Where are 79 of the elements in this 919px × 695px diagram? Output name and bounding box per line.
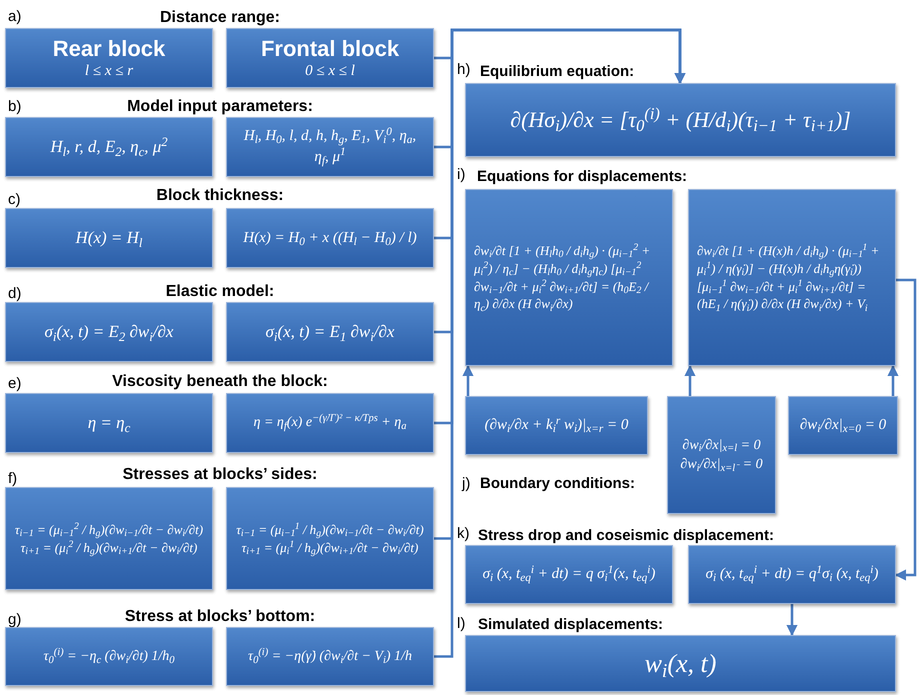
connector-arrow (684, 364, 696, 396)
formula-text: σ$_{i}$(x, t) = E$_{1}$ ∂w$_{i}$/∂x (266, 321, 394, 344)
formula-box (465, 635, 896, 692)
formula-box (5, 627, 213, 686)
formula-box (5, 393, 213, 453)
formula-box (5, 208, 213, 268)
panel-letter: d) (8, 285, 22, 302)
formula-text: τ$_{0}$$^{(i)}$ = −η(γ̇) (∂w$_{i}$/∂t − V$_{i}$) 1/h (248, 646, 412, 666)
section-heading: Distance range: (160, 9, 280, 26)
connector-arrow (887, 364, 899, 396)
formula-box (226, 117, 434, 177)
formula-text: τ$_{i+1}$ = (μ$_{i}$$^{2}$ / h$_{g}$)(∂w$_{i+1}$/∂t − ∂w$_{i}$/∂t) (20, 538, 198, 556)
formula-text: η = η$_{c}$ (88, 412, 130, 435)
connector-arrow (786, 604, 798, 636)
formula-text: w$_{i}$(x, t) (644, 648, 716, 682)
formula-text: τ$_{i−1}$ = (μ$_{i−1}$$^{1}$ / h$_{g}$)(∂w$_{i−1}$/∂t − ∂w$_{i}$/∂t) (236, 520, 424, 538)
formula-box (688, 189, 896, 366)
formula-text: H$_{l}$, r, d, E$_{2}$, η$_{c}$, μ$^{2}$ (50, 135, 168, 159)
formula-box (465, 545, 673, 604)
formula-text: ∂w$_{i}$/∂x|$_{x=l}$ = 0 (682, 436, 761, 455)
panel-letter: e) (8, 375, 22, 392)
formula-text: σ$_{i}$(x, t) = E$_{2}$ ∂w$_{i}$/∂x (44, 321, 174, 344)
formula-box (226, 393, 434, 453)
formula-text: (∂w$_{i}$/∂x + k$_{i}$$^{r}$ w$_{i}$)|$_{x=r}$ = 0 (484, 415, 628, 436)
formula-text: ∂w$_{i}$/∂x|$_{x=0}$ = 0 (800, 416, 886, 436)
formula-text: τ$_{i+1}$ = (μ$_{i}$$^{1}$ / h$_{g}$)(∂w$_{i+1}$/∂t − ∂w$_{i}$/∂t) (242, 538, 418, 556)
panel-letter: j) (462, 475, 470, 492)
formula-box (226, 627, 434, 686)
connector-arrow (462, 364, 474, 396)
formula-text: ∂(Hσ$_{i}$)/∂x = [τ$_{0}$$^{(i)}$ + (H/d$_{i}$)(τ$_{i−1}$ + τ$_{i+1}$)] (510, 104, 851, 136)
formula-box (688, 545, 896, 604)
formula-text: H(x) = H$_{l}$ (76, 227, 142, 250)
section-heading: Elastic model: (166, 283, 274, 300)
formula-text: H(x) = H$_{0}$ + x ((H$_{l}$ − H$_{0}$) / l) (243, 228, 417, 248)
formula-text: η = η$_{f}$(x) e$^{−(γ̇/Γ)² − κ/Tps}$ + η$_{a}$ (254, 413, 406, 433)
section-heading: Model input parameters: (127, 98, 313, 115)
range-formula: l ≤ x ≤ r (84, 62, 134, 82)
panel-letter: g) (8, 611, 22, 628)
range-formula: 0 ≤ x ≤ l (305, 62, 355, 82)
formula-box (667, 396, 776, 514)
section-heading: Block thickness: (156, 187, 284, 204)
formula-box (788, 396, 898, 455)
section-heading: Stress at blocks’ bottom: (124, 608, 316, 625)
panel-letter: b) (8, 98, 22, 115)
formula-text: ∂w$_{i}$/∂t [1 + (H(x)h / d$_{i}$h$_{g}$) · (μ$_{i−1}$$^{1}$ + μ$_{i}$$^{1}$) / η(γ̇$_{i}$)] − (H(x)h / d$_{i}$h$_{g}$η(γ̇$_{i}$)) [μ$_{i−1}$$^{1}$ ∂w$_{i−1}$/∂t + μ$_{i}$$^{1}$ ∂w$_{i+1}$/∂t] = (hE$_{1}$ / η(γ̇$_{i}$)) ∂/∂x (H ∂w$_{i}$/∂x) + V$_{i}$ (697, 242, 880, 314)
panel-letter: k) (457, 525, 470, 542)
formula-box (226, 208, 434, 268)
section-heading: Stress drop and coseismic displacement: (478, 527, 774, 544)
panel-letter: l) (457, 615, 466, 632)
formula-text: σ$_{i}$ (x, t$_{eq}$$^{i}$ + dt) = q$^{1}$σ$_{i}$ (x, t$_{eq}$$^{i}$) (706, 564, 878, 585)
panel-letter: f) (8, 470, 18, 487)
section-heading: Viscosity beneath the block: (112, 373, 328, 390)
formula-text: τ$_{0}$$^{(i)}$ = −η$_{c}$ (∂w$_{i}$/∂t) 1/h$_{0}$ (43, 646, 175, 666)
section-heading: Boundary conditions: (480, 475, 635, 492)
formula-box (5, 117, 213, 177)
connector-arrow (894, 278, 916, 581)
formula-box (465, 396, 648, 455)
formula-box (5, 302, 213, 362)
formula-box (226, 28, 434, 88)
formula-box (5, 487, 213, 590)
formula-text: σ$_{i}$ (x, t$_{eq}$$^{i}$ + dt) = q σ$_{i}$$^{1}$(x, t$_{eq}$$^{i}$) (482, 564, 656, 585)
panel-letter: i) (457, 166, 466, 183)
section-heading: Equilibrium equation: (480, 63, 634, 80)
formula-box (465, 83, 896, 157)
formula-text: ∂w$_{i}$/∂x|$_{x=l⁻}$ = 0 (680, 456, 763, 474)
formula-box (465, 189, 673, 366)
panel-letter: h) (457, 61, 470, 78)
panel-letter: c) (8, 191, 20, 208)
section-heading: Stresses at blocks’ sides: (122, 466, 318, 483)
section-heading: Simulated displacements: (478, 616, 664, 633)
panel-letter: a) (8, 8, 22, 25)
section-heading: Equations for displacements: (477, 168, 688, 185)
block-title: Frontal block (260, 34, 400, 62)
block-title: Rear block (52, 34, 166, 62)
formula-box (226, 487, 434, 590)
formula-text: τ$_{i−1}$ = (μ$_{i−1}$$^{2}$ / h$_{g}$)(∂w$_{i−1}$/∂t − ∂w$_{i}$/∂t) (14, 520, 204, 538)
formula-box (5, 28, 213, 88)
formula-box (226, 302, 434, 362)
formula-text: H$_{l}$, H$_{0}$, l, d, h, h$_{g}$, E$_{1}$, V$_{i}$$^{0}$, η$_{a}$, η$_{f}$, μ$^{1}$ (242, 126, 418, 168)
